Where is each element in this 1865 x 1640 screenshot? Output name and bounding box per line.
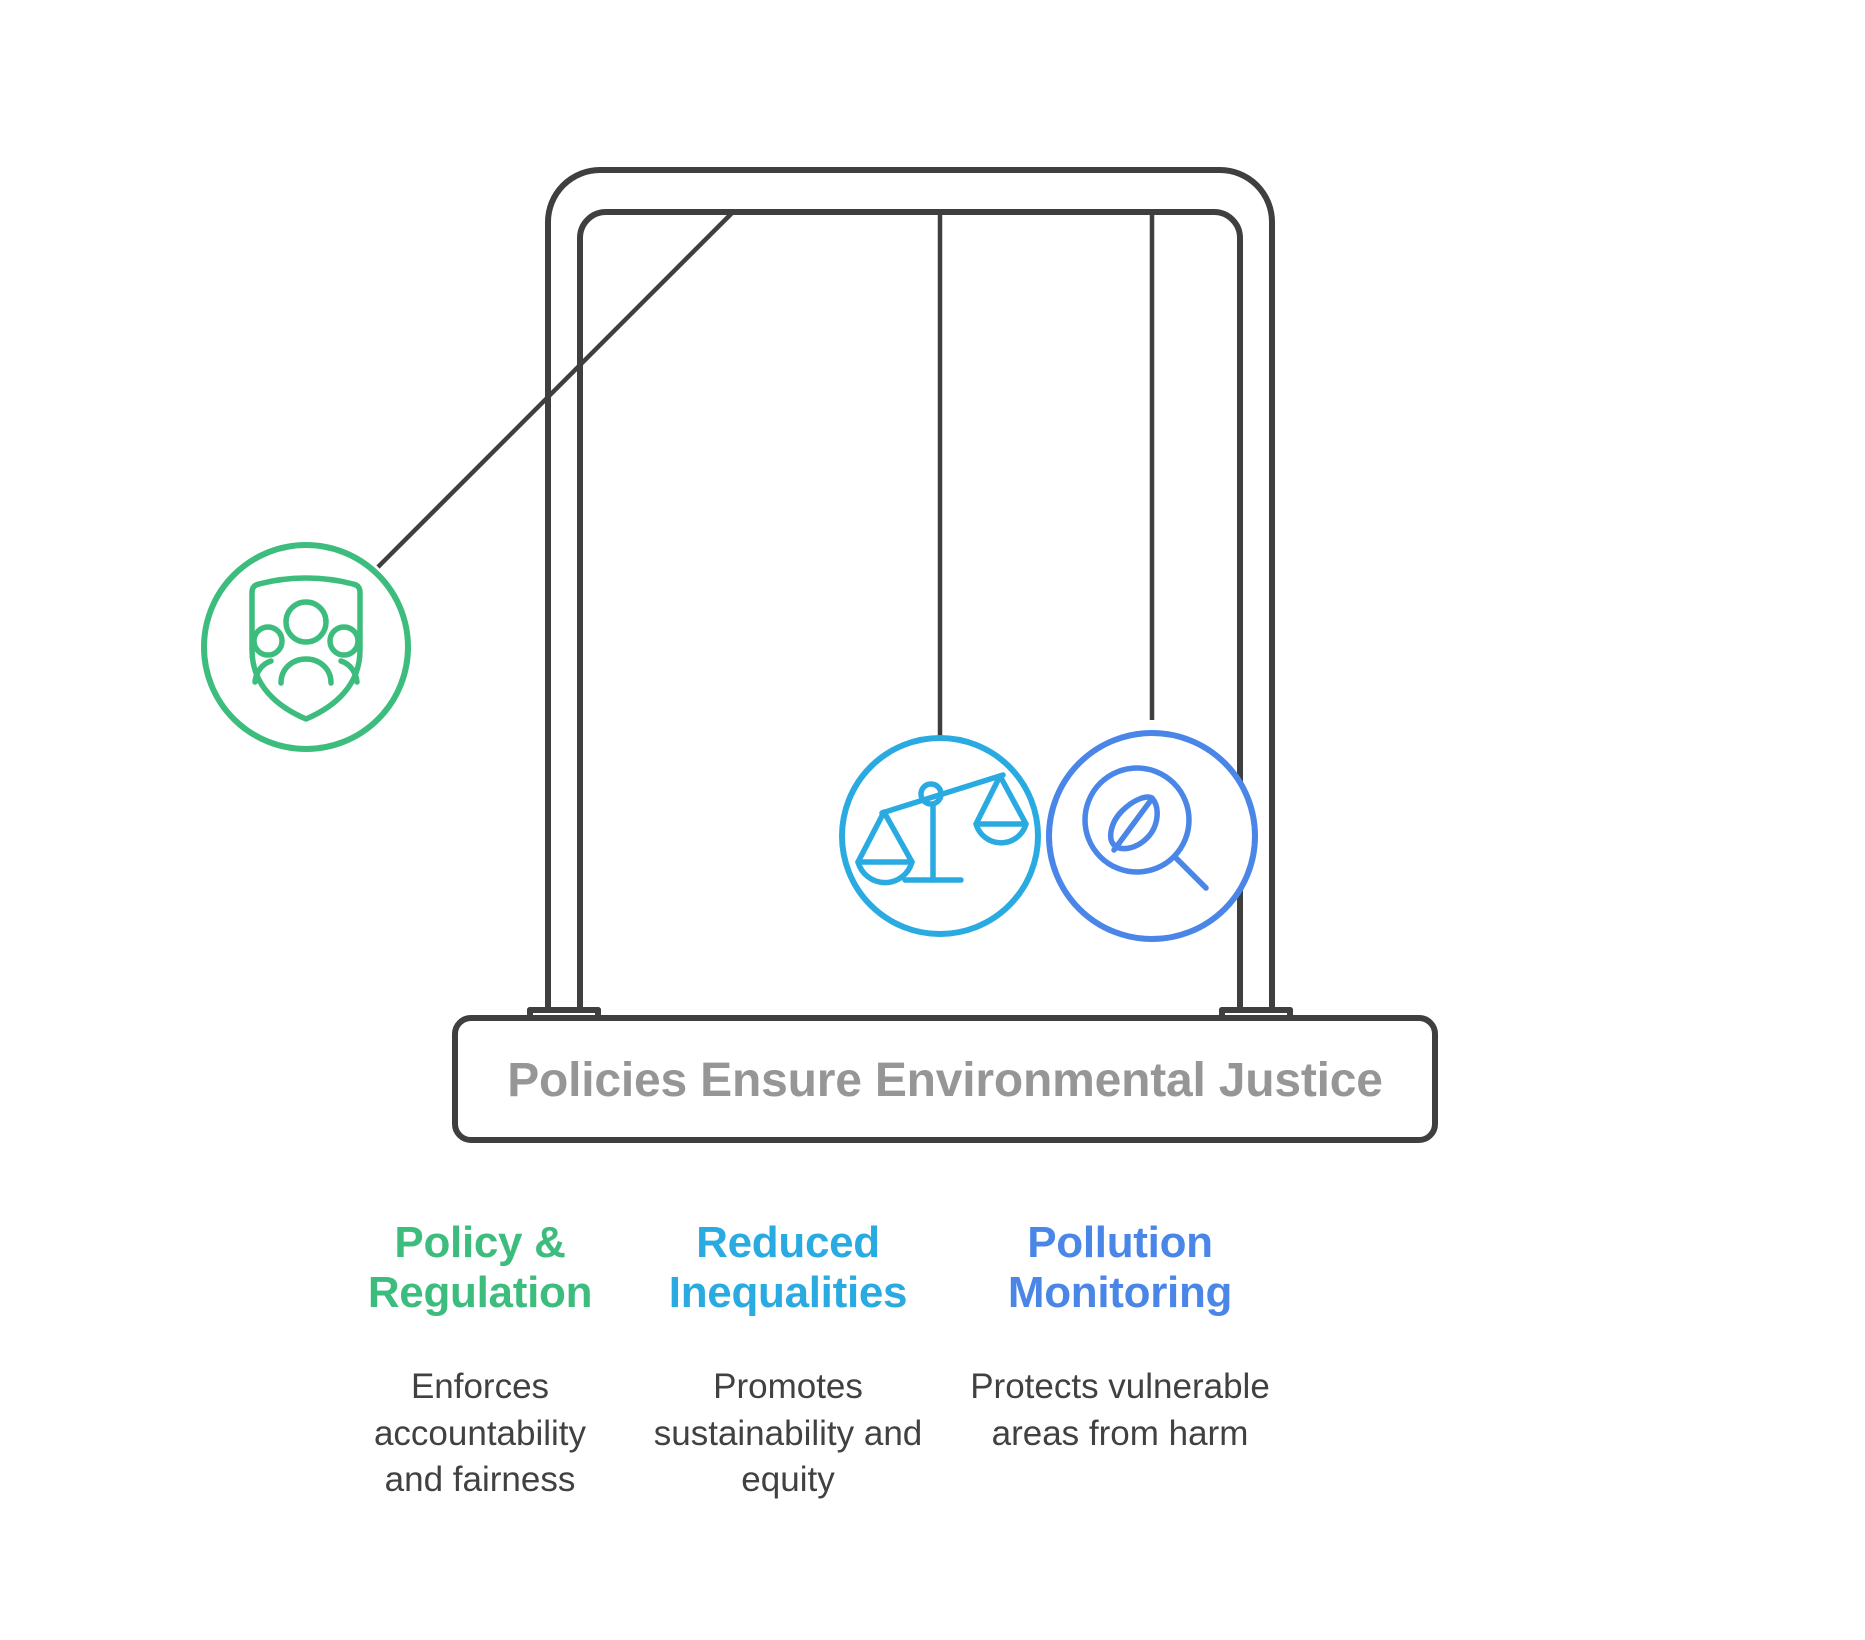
leaf-body bbox=[1107, 794, 1160, 852]
leaf-magnifier-icon bbox=[1082, 765, 1209, 891]
pendulum-reduced-inequalities[interactable] bbox=[839, 212, 1041, 937]
legend-title-pollution-monitoring: Pollution Monitoring bbox=[1007, 1218, 1233, 1318]
head-left bbox=[251, 624, 285, 658]
base-plinth: Policies Ensure Environmental Justice bbox=[452, 1015, 1438, 1143]
shield-people-icon bbox=[249, 575, 363, 722]
magnifier-lens bbox=[1082, 765, 1192, 875]
magnifier-handle bbox=[1172, 854, 1209, 891]
legend-title-policy-regulation: Policy & Regulation bbox=[367, 1218, 593, 1318]
swing-frame bbox=[527, 167, 1293, 1023]
pendulum-rope-1 bbox=[376, 210, 735, 569]
legend-desc-pollution-monitoring: Protects vulnerable areas from harm bbox=[970, 1367, 1270, 1453]
pendulum-pollution-monitoring[interactable] bbox=[1046, 212, 1258, 942]
legend-title-reduced-inequalities: Reduced Inequalities bbox=[668, 1218, 908, 1318]
legend-item-policy-regulation[interactable]: Policy & Regulation Enforces accountabil… bbox=[330, 1218, 630, 1504]
legend-desc-reduced-inequalities: Promotes sustainability and equity bbox=[653, 1367, 923, 1500]
legend-desc-policy-regulation: Enforces accountability and fairness bbox=[373, 1367, 587, 1500]
leaf-vein bbox=[1111, 797, 1154, 853]
base-rectangle bbox=[452, 1015, 1438, 1143]
scale-pan-right bbox=[973, 773, 1029, 846]
base-label-text: Policies Ensure Environmental Justice bbox=[507, 1054, 1383, 1107]
legend: Policy & Regulation Enforces accountabil… bbox=[330, 1218, 1530, 1504]
balance-scales-icon bbox=[855, 772, 1029, 886]
body-center bbox=[278, 656, 334, 686]
pendulum-bob-2[interactable] bbox=[839, 735, 1041, 937]
scale-pan-left bbox=[855, 809, 915, 886]
pendulum-bob-1[interactable] bbox=[201, 542, 411, 752]
scale-pivot bbox=[918, 781, 944, 807]
shield-outline bbox=[249, 575, 363, 722]
pendulum-policy-regulation[interactable] bbox=[201, 210, 735, 752]
legend-item-pollution-monitoring[interactable]: Pollution Monitoring Protects vulnerable… bbox=[940, 1218, 1300, 1457]
head-right bbox=[327, 624, 361, 658]
body-right bbox=[338, 658, 360, 685]
frame-outer-outline bbox=[545, 167, 1275, 1013]
legend-item-reduced-inequalities[interactable]: Reduced Inequalities Promotes sustainabi… bbox=[638, 1218, 938, 1504]
head-center bbox=[283, 599, 329, 645]
body-left bbox=[252, 658, 274, 685]
frame-inner-outline bbox=[577, 209, 1243, 1013]
